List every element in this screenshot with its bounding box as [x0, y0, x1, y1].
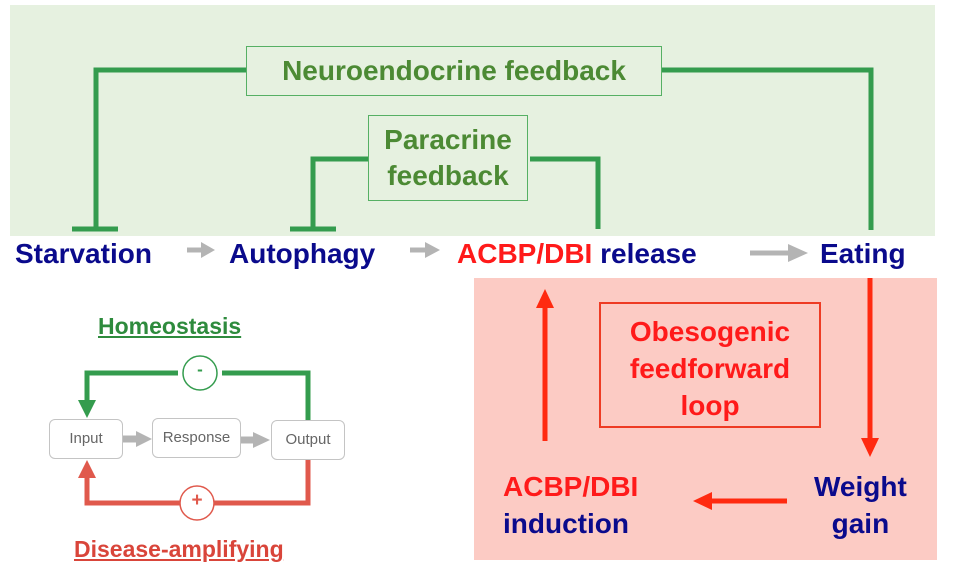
weight-gain-line1: Weight: [814, 471, 907, 502]
paracrine-label-line2: feedback: [387, 160, 509, 191]
arrow-response-to-output: [240, 432, 270, 448]
node-autophagy: Autophagy: [229, 238, 376, 269]
disease-loop-line: [214, 460, 311, 506]
feedforward-region-panel: [474, 278, 937, 560]
paracrine-feedback-line: [530, 156, 601, 229]
node-starvation: Starvation: [15, 238, 152, 269]
arrow-release-to-eating: [750, 244, 808, 262]
arrow-input-to-response: [122, 431, 152, 447]
node-acbp-induction: ACBP/DBI induction: [503, 468, 638, 542]
arrow-induction-to-release: [536, 289, 554, 441]
disease-loop-line-left: [84, 476, 180, 506]
paracrine-feedback-label: Paracrine feedback: [368, 115, 528, 201]
neuroendocrine-feedback-label: Neuroendocrine feedback: [246, 46, 662, 96]
induction-line1: ACBP/DBI: [503, 471, 639, 502]
arrow-starvation-to-autophagy: [187, 242, 215, 258]
node-acbp-release: ACBP/DBI release: [457, 238, 697, 270]
response-box: Response: [152, 418, 241, 458]
neuroendocrine-feedback-line-left: [93, 67, 247, 229]
obesogenic-line2: feedforward: [629, 353, 791, 384]
induction-line2: induction: [503, 508, 629, 539]
positive-feedback-circle: [179, 485, 215, 521]
positive-sign: +: [191, 490, 203, 511]
arrow-eating-to-weight-gain: [861, 278, 879, 457]
release-text: release: [600, 238, 697, 269]
homeostasis-loop-line-left: [84, 370, 178, 402]
disease-arrowhead: [78, 460, 96, 478]
obesogenic-loop-label: Obesogenic feedforward loop: [599, 302, 821, 428]
neuroendocrine-feedback-line: [655, 67, 874, 230]
negative-sign: -: [197, 360, 203, 379]
node-eating: Eating: [820, 238, 906, 269]
negative-feedback-circle: [182, 355, 218, 391]
acbp-dbi-highlight: ACBP/DBI: [457, 238, 593, 269]
paracrine-label-line1: Paracrine: [384, 124, 512, 155]
output-box: Output: [271, 420, 345, 460]
homeostasis-arrowhead: [78, 400, 96, 418]
weight-gain-line2: gain: [831, 508, 890, 539]
arrow-autophagy-to-acbp: [410, 242, 440, 258]
node-weight-gain: Weight gain: [814, 468, 907, 542]
homeostasis-loop-line: [222, 370, 311, 420]
homeostasis-title: Homeostasis: [98, 313, 242, 339]
disease-amplifying-title: Disease-amplifying: [74, 536, 284, 562]
paracrine-feedback-line-left: [310, 156, 368, 229]
obesogenic-line1: Obesogenic: [629, 316, 791, 347]
input-box: Input: [49, 419, 123, 459]
arrow-weight-gain-to-induction: [693, 492, 787, 510]
obesogenic-line3: loop: [680, 390, 740, 421]
